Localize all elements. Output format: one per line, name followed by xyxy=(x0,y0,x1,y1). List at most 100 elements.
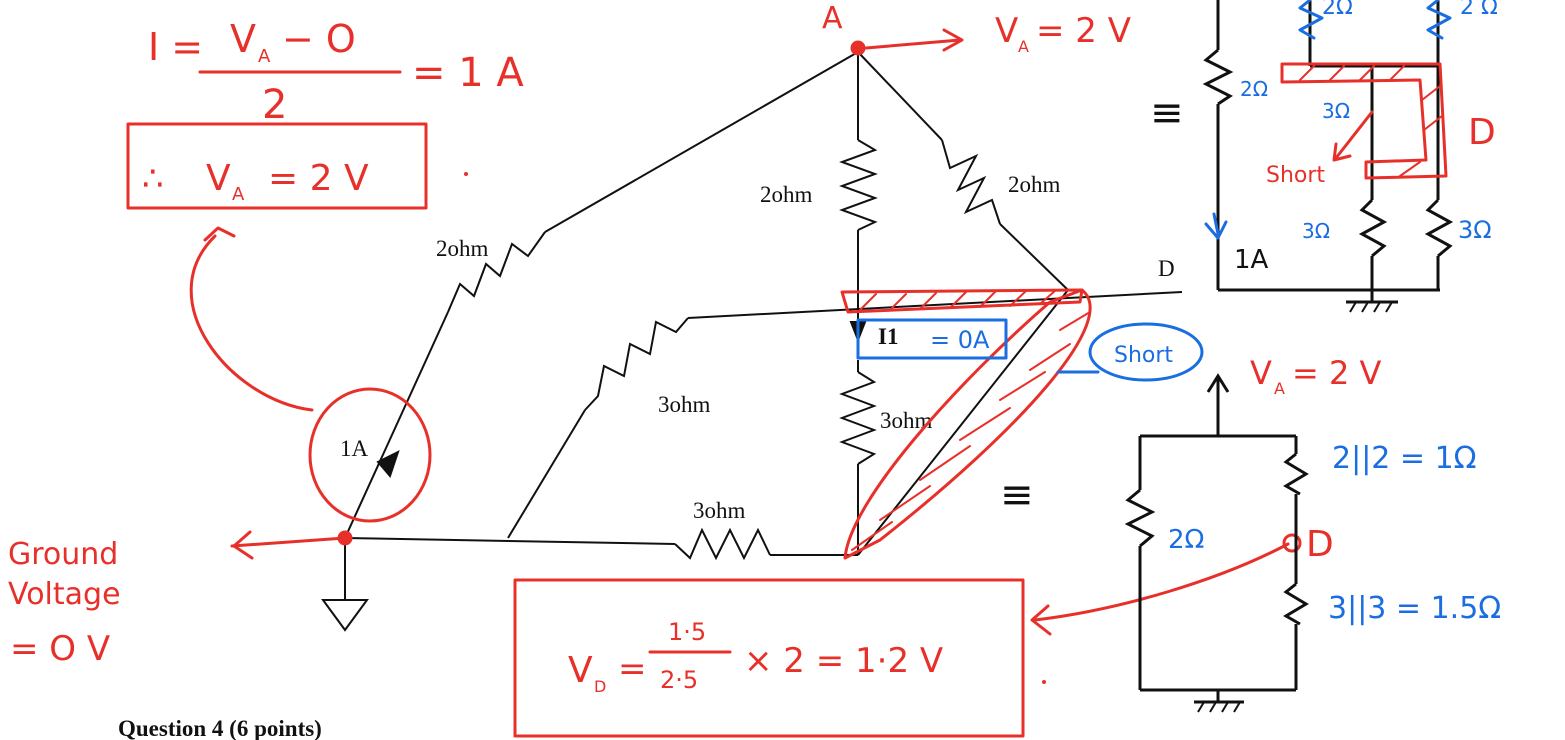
br-left-resistor xyxy=(1124,488,1156,548)
tr-left-resistor xyxy=(1202,48,1234,106)
resistor-center-bottom xyxy=(839,371,877,465)
wire-a-left xyxy=(544,51,859,233)
wire-right-d xyxy=(999,223,1069,291)
vd-result-box xyxy=(513,578,1025,738)
ground-arrow-line xyxy=(230,536,347,548)
tr-short-region xyxy=(1280,62,1448,180)
question-heading: Question 4 (6 points) xyxy=(118,716,322,740)
d-to-box-curve xyxy=(1033,542,1290,622)
vd-num: 1·5 xyxy=(668,618,706,646)
current-eq-num-rest: − O xyxy=(282,17,356,61)
therefore-symbol: ∴ xyxy=(142,159,164,199)
current-eq-den: 2 xyxy=(262,82,287,128)
va-arrow-line xyxy=(864,38,962,50)
current-eq-num: V xyxy=(230,17,256,61)
i1-value: = 0A xyxy=(930,326,990,354)
resistor-right-top-label: 2ohm xyxy=(1008,172,1061,197)
tr-ground-hatch-icon xyxy=(1349,301,1393,313)
source-circle xyxy=(308,387,432,523)
tr-mid-inner-label: 3Ω xyxy=(1322,99,1350,123)
va-arrow-rest: = 2 V xyxy=(1036,11,1131,51)
current-eq-num-sub: A xyxy=(258,46,271,67)
tr-mid-left-label: 2Ω xyxy=(1240,77,1268,101)
bottom-sketch-d-dot xyxy=(1282,533,1302,553)
tr-short-hatch xyxy=(1299,65,1443,177)
va-arrow-sub: A xyxy=(1018,37,1029,56)
tr-top-left-resistor xyxy=(1298,0,1324,40)
va-arrow-head-icon xyxy=(942,28,964,52)
node-a-label: A xyxy=(822,1,843,36)
wire-a-right xyxy=(857,51,943,141)
vd-eq: = xyxy=(618,649,647,689)
br-parallel-bottom: 3||3 = 1.5Ω xyxy=(1328,591,1501,626)
red-annotations xyxy=(126,28,1302,738)
i1-value-box xyxy=(856,318,1008,360)
bottom-right-sketch xyxy=(1124,373,1309,713)
tr-node-d-label: D xyxy=(1468,112,1496,153)
tr-short-arrow-head-icon xyxy=(1332,142,1352,162)
tr-short-pointer xyxy=(1334,110,1374,160)
va-box-text: V xyxy=(206,158,231,199)
source-arrow-icon xyxy=(376,450,400,478)
resistor-center-top xyxy=(839,139,878,231)
br-right-lower-resistor xyxy=(1283,582,1309,626)
resistor-bottom-label: 3ohm xyxy=(693,498,746,523)
node-d-label: D xyxy=(1158,256,1175,281)
tr-current-arrow xyxy=(1212,212,1220,236)
br-va-text: V xyxy=(1250,354,1272,392)
tr-equiv-symbol: ≡ xyxy=(1150,90,1184,136)
br-va-sub: A xyxy=(1274,379,1285,398)
tr-low-right-label: 3Ω xyxy=(1458,216,1492,244)
br-parallel-top: 2||2 = 1Ω xyxy=(1332,441,1477,476)
ground-arrow-head-icon xyxy=(232,530,254,560)
d-arrow-head-icon xyxy=(1030,604,1052,636)
short-hatching xyxy=(851,289,1091,551)
va-result-box xyxy=(126,122,428,210)
tr-low-left-label: 3Ω xyxy=(1302,219,1330,243)
tr-top-right-resistor xyxy=(1426,0,1452,40)
curve-arrow-head-icon xyxy=(203,226,236,242)
node-a-dot xyxy=(850,40,866,56)
short-band xyxy=(840,288,1084,314)
stray-dot-2 xyxy=(1042,680,1046,684)
resistor-left-bottom-label: 3ohm xyxy=(658,392,711,417)
br-left-label: 2Ω xyxy=(1168,525,1204,555)
tr-low-left-resistor xyxy=(1358,198,1388,258)
resistor-bottom xyxy=(674,527,771,561)
vd-den: 2·5 xyxy=(660,666,698,694)
vd-lhs: V xyxy=(568,650,593,691)
stray-dot-1 xyxy=(464,172,468,176)
va-arrow-text: V xyxy=(995,11,1018,51)
ground-label-line3: = O V xyxy=(10,629,110,669)
tr-low-right-resistor xyxy=(1424,198,1454,258)
ground-label-line2: Voltage xyxy=(8,577,121,612)
resistor-left-bottom xyxy=(584,317,689,411)
vd-lhs-sub: D xyxy=(594,677,606,696)
tr-top-left-label: 2Ω xyxy=(1322,0,1353,20)
source-to-box-curve xyxy=(189,234,314,412)
resistor-center-top-label: 2ohm xyxy=(760,182,813,207)
i1-label: I1 xyxy=(878,324,898,349)
short-bubble-outline xyxy=(1088,322,1204,382)
br-va-rest: = 2 V xyxy=(1292,354,1382,392)
wire-d-line xyxy=(687,291,1183,319)
br-right-upper-resistor xyxy=(1283,452,1309,496)
source-label: 1A xyxy=(340,436,369,461)
wire-bottom-left xyxy=(344,537,676,545)
ground-label-line1: Ground xyxy=(8,537,118,572)
current-eq-rhs: = 1 A xyxy=(412,50,524,96)
va-box-sub: A xyxy=(232,184,245,205)
br-ground-hatch-icon xyxy=(1197,701,1241,713)
wire-left-source xyxy=(344,311,449,539)
br-equiv-symbol: ≡ xyxy=(1000,472,1034,518)
ground-icon xyxy=(321,599,369,632)
main-circuit xyxy=(321,51,1183,632)
short-diagonal-region xyxy=(843,288,1092,560)
top-right-sketch xyxy=(1202,0,1454,313)
tr-current-label: 1A xyxy=(1234,245,1269,275)
br-up-arrow-head-icon xyxy=(1206,373,1230,393)
resistor-right-top xyxy=(941,139,1001,225)
br-node-d-label: D xyxy=(1306,524,1334,565)
